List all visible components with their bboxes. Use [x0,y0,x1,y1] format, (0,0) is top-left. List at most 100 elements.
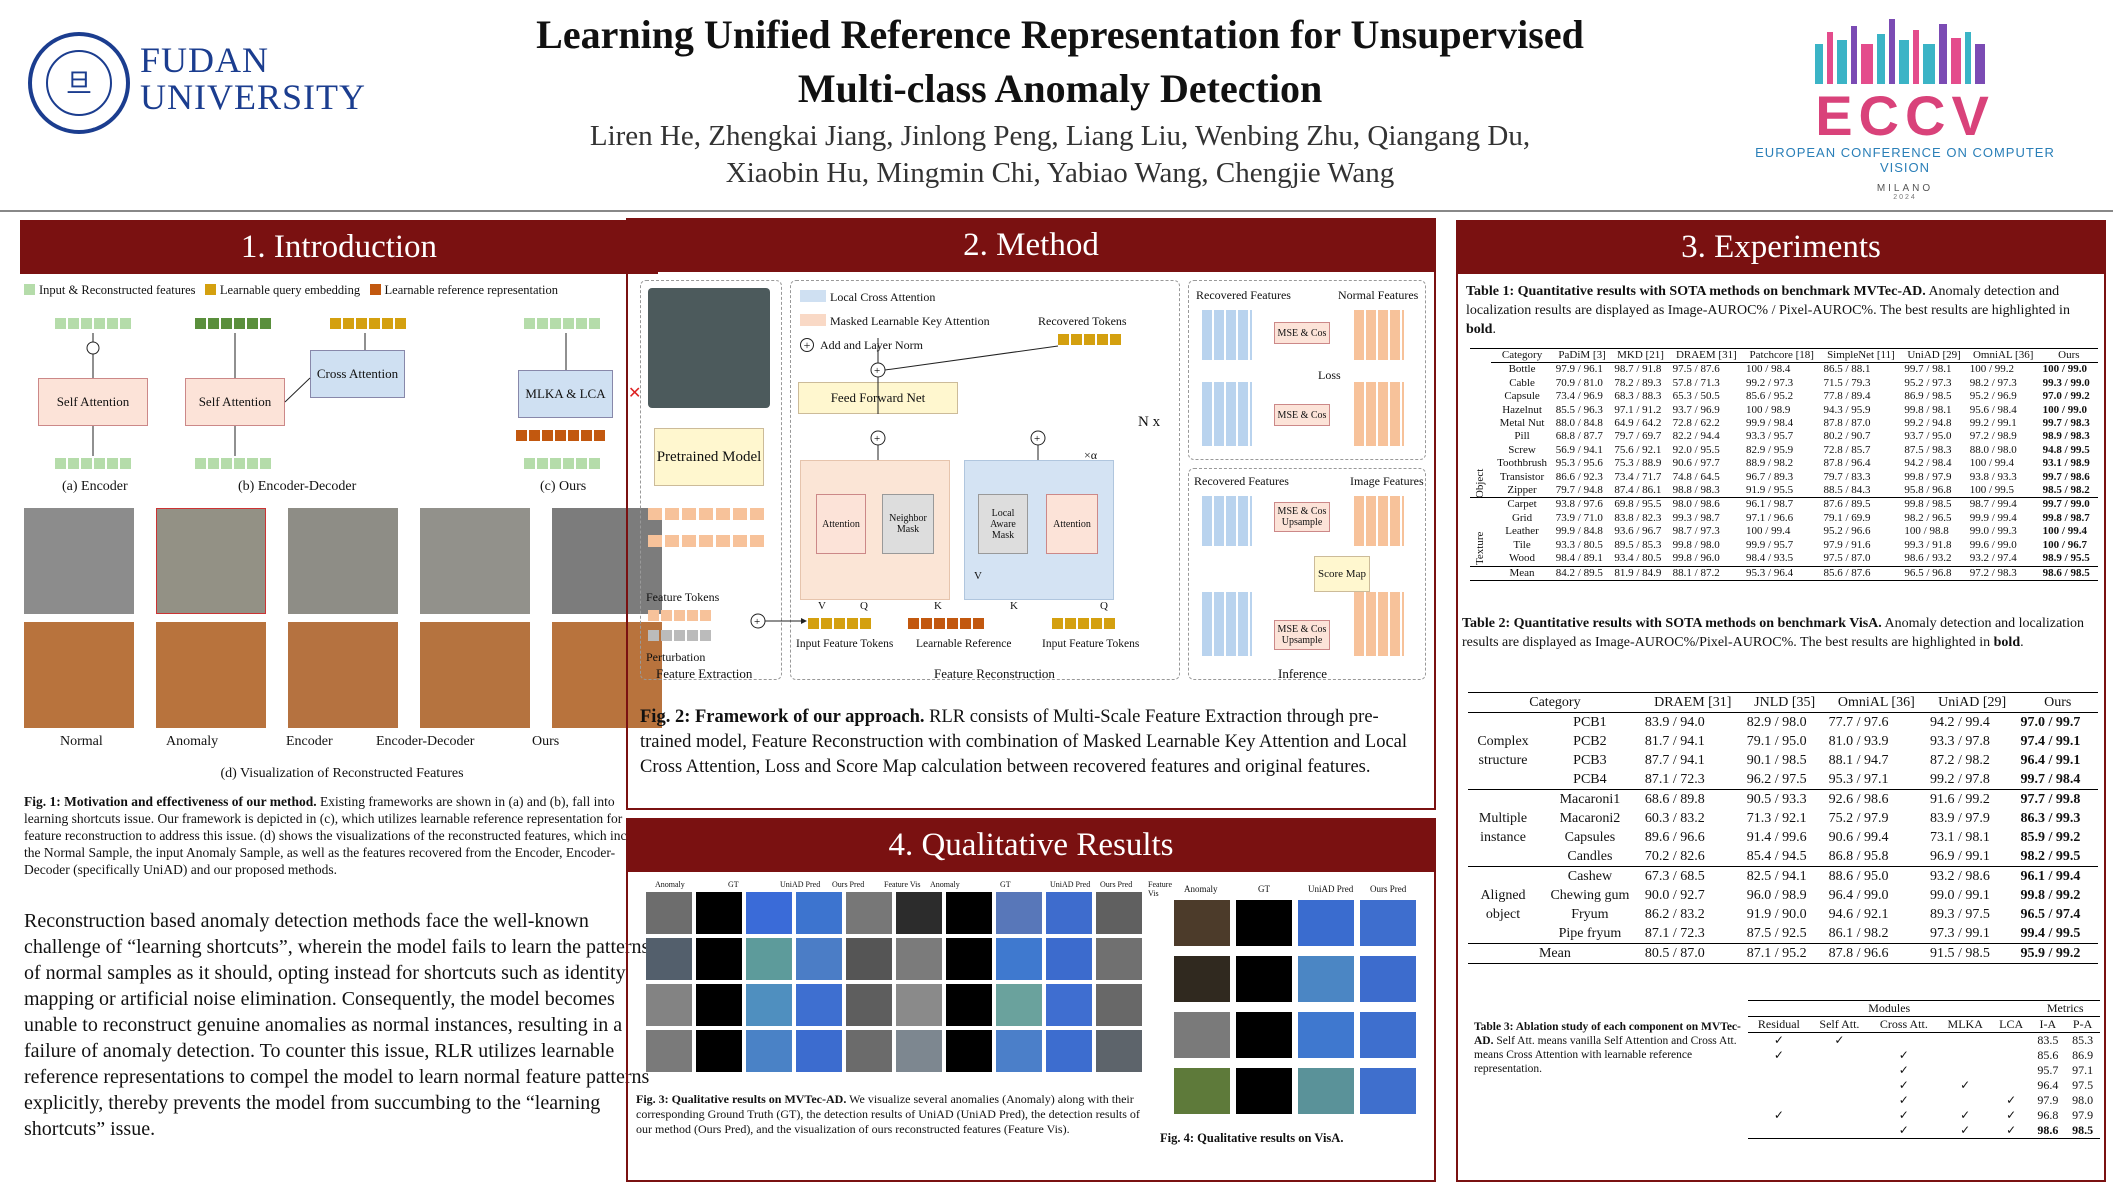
table-cell: LCA [1991,1016,2031,1033]
table-cell: Zipper [1507,484,1537,497]
table-cell: 96.0 / 98.9 [1746,888,1807,903]
table-cell: 60.3 / 83.2 [1644,811,1705,826]
table-cell: 99.0 / 99.3 [1969,525,2017,538]
table-cell: 93.2 / 98.6 [1926,866,2018,886]
table-cell: DRAEM [31] [1641,692,1744,713]
table-cell: ✓ [1898,1063,1909,1077]
table-cell: PCB1 [1573,715,1607,730]
table-cell: 88.0 / 98.0 [1969,443,2017,456]
table-cell: 97.2 / 98.3 [1966,565,2040,581]
table-cell: 100 / 99.2 [1969,363,2015,376]
table-cell: 98.0 [2072,1093,2094,1107]
table-cell: 97.5 / 87.0 [1823,552,1871,565]
table-cell: 99.2 / 94.8 [1904,417,1952,430]
fig2-caption: Fig. 2: Framework of our approach. RLR c… [640,707,1408,777]
table-cell: 90.6 / 99.4 [1828,830,1889,845]
table-cell: 100 / 99.0 [2042,363,2087,376]
table-cell: 94.2 / 99.4 [1929,715,1990,730]
table-cell: 87.1 / 95.2 [1743,943,1826,964]
table-cell: 79.7 / 69.7 [1614,430,1662,443]
table-cell: 100 / 99.4 [1969,457,2015,470]
table-cell: 93.6 / 96.7 [1614,525,1662,538]
table-cell: 73.1 / 98.1 [1929,830,1990,845]
table-cell: 85.6 / 87.6 [1820,565,1902,581]
table-cell: 99.8 / 98.0 [1672,538,1720,551]
table-cell: 91.9 / 90.0 [1746,907,1807,922]
table-cell: MLKA [1938,1016,1992,1033]
table-cell: 67.3 / 68.5 [1641,866,1744,886]
table-cell: 81.0 / 93.9 [1828,734,1889,749]
table-cell: 86.2 / 83.2 [1644,907,1705,922]
table-cell: 97.9 / 96.1 [1555,363,1603,376]
table-cell: 90.0 / 92.7 [1644,888,1705,903]
table-cell: 82.5 / 94.1 [1743,866,1826,886]
fig4-caption: Fig. 4: Qualitative results on VisA. [1160,1131,1344,1145]
table-cell: 87.5 / 92.5 [1746,926,1807,941]
fig1-caption: Fig. 1: Motivation and effectiveness of … [24,794,655,877]
table-cell: Bottle [1508,363,1536,376]
table-cell: 93.7 / 95.0 [1904,430,1952,443]
table-cell: 77.7 / 97.6 [1828,715,1889,730]
table-cell: PCB2 [1573,734,1607,749]
table-cell: 98.4 / 89.1 [1555,552,1603,565]
table-cell: 98.9 / 98.3 [2042,430,2090,443]
fig1-encdec: Self Attention Cross Attention [185,318,440,478]
table-cell: 86.3 / 99.3 [2020,811,2081,826]
table-cell: ✓ [1898,1123,1909,1137]
table1-caption: Table 1: Quantitative results with SOTA … [1466,284,2070,337]
table-cell: ✓ [2006,1123,2017,1137]
fig3-caption: Fig. 3: Qualitative results on MVTec-AD.… [636,1092,1140,1136]
table-cell: Cashew [1538,866,1642,886]
table-cell: 72.8 / 85.7 [1823,443,1871,456]
table-cell: 99.0 / 99.1 [1929,888,1990,903]
table-cell: Multiple instance [1468,789,1538,867]
table-cell: 97.9 [2072,1108,2094,1122]
table-cell: Capsule [1504,390,1540,403]
svg-text:+: + [754,616,760,628]
table-cell: 87.1 / 72.3 [1644,772,1705,787]
table-cell: OmniAL [36] [1966,348,2040,364]
table-cell: P-A [2065,1016,2100,1033]
table-cell: Candles [1567,849,1613,864]
table-cell: 87.8 / 96.6 [1825,943,1927,964]
table-cell: 95.2 / 96.6 [1823,525,1871,538]
table-cell: 78.2 / 89.3 [1614,376,1662,389]
table-cell: 94.8 / 99.5 [2042,443,2090,456]
table-cell: Mean [1491,565,1553,581]
table-cell: ✓ [1773,1048,1784,1062]
table-cell: 73.9 / 71.0 [1555,511,1603,524]
table-cell: 99.6 / 99.0 [1969,538,2017,551]
table-cell: 95.9 / 99.2 [2017,943,2098,964]
qual-banner: 4. Qualitative Results [626,818,1436,872]
table-cell: 82.2 / 94.4 [1672,430,1720,443]
table-cell: 88.9 / 98.2 [1746,457,1794,470]
table-cell: 90.1 / 98.5 [1746,753,1807,768]
table-cell: 100 / 99.0 [2042,403,2087,416]
table-cell: 91.6 / 99.2 [1926,789,2018,809]
table-cell: 96.4 / 99.1 [2020,753,2081,768]
fig1-visualization [24,508,662,730]
table-cell: 92.0 / 95.5 [1672,443,1720,456]
table-cell: SimpleNet [11] [1820,348,1902,364]
table-cell: 85.3 [2072,1033,2094,1047]
table-cell: 88.1 / 87.2 [1669,565,1744,581]
table-cell: 86.9 / 98.5 [1904,390,1952,403]
table-cell: 98.7 / 97.3 [1672,525,1720,538]
exp-banner: 3. Experiments [1456,220,2106,274]
fig1-vis-caption: (d) Visualization of Reconstructed Featu… [220,766,464,781]
table-cell: 94.3 / 95.9 [1823,403,1871,416]
table-cell: 99.3 / 91.8 [1904,538,1952,551]
fig1-subcaps: (a) Encoder (b) Encoder-Decoder (c) Ours [62,479,587,494]
